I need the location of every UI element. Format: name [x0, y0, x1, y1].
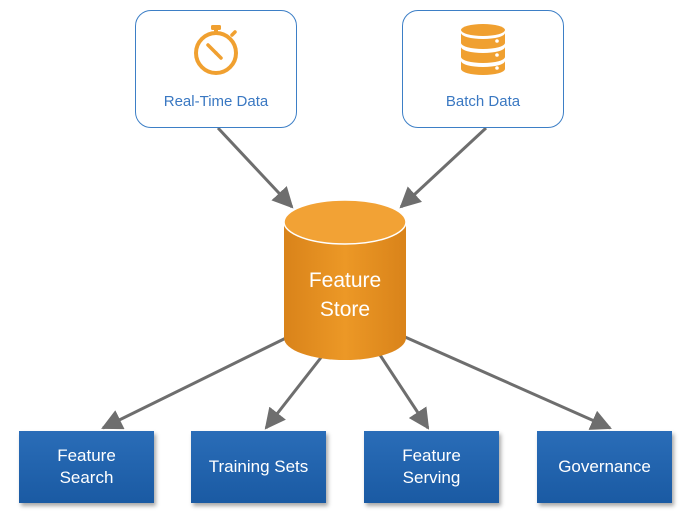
edge-batch-to-store [399, 126, 488, 209]
stopwatch-icon [194, 25, 238, 75]
edge-realtime-to-store [216, 126, 294, 209]
source-batch-data: Batch Data [402, 10, 564, 128]
dest-feature-serving: Feature Serving [364, 431, 499, 503]
database-icon [461, 24, 505, 75]
source-label: Batch Data [445, 93, 521, 110]
edge-store-to-feature-search [101, 335, 289, 430]
dest-training-sets: Training Sets [191, 431, 326, 503]
source-realtime-data: Real-Time Data [135, 10, 297, 128]
edge-store-to-training-sets [264, 354, 325, 430]
edge-store-to-feature-serving [378, 354, 430, 430]
feature-store-cylinder [283, 199, 407, 360]
feature-store-label: Feature Store [308, 269, 382, 321]
source-label: Real-Time Data [163, 93, 269, 110]
edge-store-to-governance [404, 335, 612, 430]
dest-feature-search: Feature Search [19, 431, 154, 503]
dest-governance: Governance [537, 431, 672, 503]
